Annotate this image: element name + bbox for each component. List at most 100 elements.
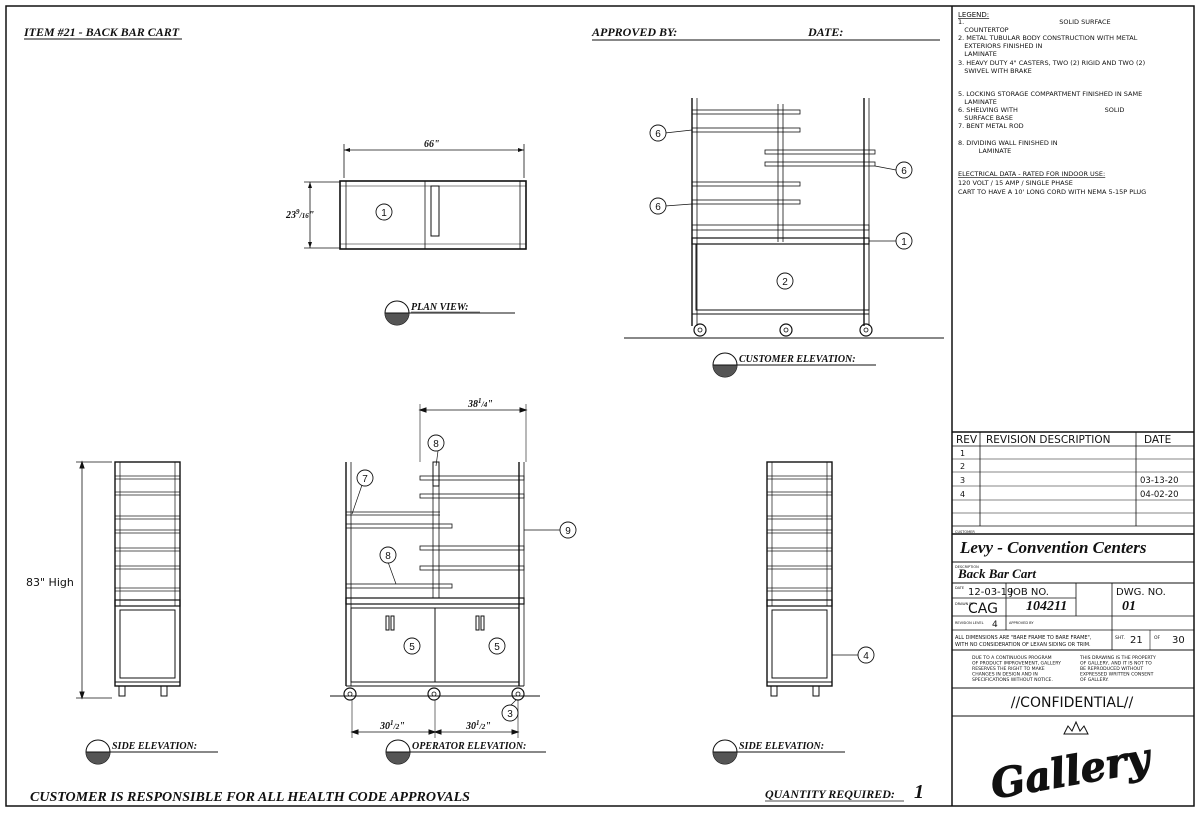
legend-line-3: EXTERIORS FINISHED IN — [958, 42, 1043, 50]
rev-header-desc: REVISION DESCRIPTION — [986, 434, 1111, 446]
title-block-grid — [952, 533, 1194, 717]
op-right-dim: 301/2" — [465, 719, 491, 732]
svg-text:PLAN VIEW:: PLAN VIEW: — [411, 302, 469, 313]
legend-line-12: 7. BENT METAL ROD — [958, 122, 1024, 130]
of-value: 30 — [1172, 635, 1185, 646]
note-right-1: OF GALLERY, AND IT IS NOT TO — [1080, 661, 1152, 667]
job-no-value: 104211 — [1026, 599, 1067, 614]
callout-1-customer: 1 — [901, 237, 907, 248]
sheet-value: 21 — [1130, 635, 1143, 646]
svg-text:SIDE ELEVATION:: SIDE ELEVATION: — [112, 741, 197, 752]
side-elevation-right-title: SIDE ELEVATION: — [712, 739, 845, 765]
date-field-label: DATE — [955, 586, 964, 590]
callout-4-side: 4 — [863, 651, 869, 662]
dwg-no-label: DWG. NO. — [1116, 587, 1166, 598]
customer-name: Levy - Convention Centers — [959, 538, 1147, 557]
callout-6-customer-b: 6 — [655, 202, 661, 213]
callout-5-operator-b: 5 — [494, 642, 500, 653]
confidential-stamp: //CONFIDENTIAL// — [1011, 695, 1134, 711]
plan-width-dim: 66" — [424, 139, 440, 150]
dwg-no-value: 01 — [1122, 599, 1136, 614]
plan-view: 66" 239/16" 1 PLAN VIEW: — [285, 139, 527, 326]
height-dim: 83" High — [26, 576, 74, 589]
of-label: OF — [1154, 635, 1161, 641]
callout-8-operator-b: 8 — [385, 551, 391, 562]
rev-row-4: 4 — [960, 490, 965, 499]
legend-line-14: 8. DIVIDING WALL FINISHED IN — [958, 139, 1058, 147]
approved-by-label: APPROVED BY: — [591, 25, 677, 39]
job-no-label: JOB NO. — [1009, 587, 1049, 598]
legend-line-10: 6. SHELVING WITH SOLID — [958, 106, 1124, 114]
revision-table — [952, 431, 1194, 527]
rev-row-2: 2 — [960, 462, 965, 471]
callout-5-operator-a: 5 — [409, 642, 415, 653]
note-right-0: THIS DRAWING IS THE PROPERTY — [1079, 655, 1156, 661]
approved-by-field-label: APPROVED BY — [1009, 621, 1034, 625]
legend-line-5: 3. HEAVY DUTY 4" CASTERS, TWO (2) RIGID … — [958, 59, 1145, 67]
electrical-line-0: 120 VOLT / 15 AMP / SINGLE PHASE — [958, 179, 1073, 187]
customer-elevation — [624, 98, 944, 339]
svg-text:OPERATOR ELEVATION:: OPERATOR ELEVATION: — [412, 741, 526, 752]
callout-3-operator: 3 — [507, 709, 513, 720]
quantity-value: 1 — [914, 781, 924, 803]
legend: LEGEND: 1. SOLID SURFACE COUNTERTOP 2. M… — [958, 11, 1146, 196]
legend-line-0: 1. SOLID SURFACE — [958, 18, 1111, 26]
callout-7-operator: 7 — [362, 474, 368, 485]
logo-wordmark: Gallery — [987, 734, 1156, 809]
customer-field-label: CUSTOMER — [955, 530, 975, 534]
note-right-4: OF GALLERY. — [1080, 677, 1109, 683]
callout-2-customer: 2 — [782, 277, 788, 288]
drawn-by-label: DRAWN BY — [955, 602, 975, 606]
legend-title: LEGEND: — [958, 11, 989, 19]
note-left-0: DUE TO A CONTINUOUS PROGRAM — [972, 655, 1052, 661]
rev-row-3: 3 — [960, 476, 965, 485]
sheet-label: SHT. — [1115, 635, 1125, 641]
quantity-label: QUANTITY REQUIRED: — [765, 787, 895, 801]
callout-8-operator-a: 8 — [433, 439, 439, 450]
legend-line-4: LAMINATE — [958, 50, 997, 58]
dims-note-2: WITH NO CONSIDERATION OF LEXAN SIDING OR… — [955, 642, 1091, 648]
callout-9-operator: 9 — [565, 526, 571, 537]
note-left-3: CHANGES IN DESIGN AND IN — [972, 672, 1038, 678]
svg-text:SIDE ELEVATION:: SIDE ELEVATION: — [739, 741, 824, 752]
gallery-logo: Gallery — [987, 720, 1157, 809]
side-elevation-left-title: SIDE ELEVATION: — [85, 739, 218, 765]
rev-header-rev: REV — [956, 434, 978, 446]
date-label: DATE: — [807, 25, 843, 39]
svg-text:CUSTOMER ELEVATION:: CUSTOMER ELEVATION: — [739, 354, 856, 365]
legend-line-9: LAMINATE — [958, 98, 997, 106]
electrical-title: ELECTRICAL DATA - RATED FOR INDOOR USE: — [958, 170, 1105, 178]
callout-6-customer-c: 6 — [901, 166, 907, 177]
sheet-border — [5, 5, 1195, 807]
operator-elevation-title: OPERATOR ELEVATION: — [385, 739, 546, 765]
note-right-2: BE REPRODUCED WITHOUT — [1080, 666, 1143, 672]
dims-note-1: ALL DIMENSIONS ARE "BARE FRAME TO BARE F… — [955, 635, 1092, 641]
operator-elevation — [330, 404, 560, 738]
drawn-by-value: CAG — [968, 601, 998, 617]
rev-row-3-date: 03-13-20 — [1140, 476, 1179, 486]
note-left-1: OF PRODUCT IMPROVEMENT, GALLERY — [972, 661, 1061, 667]
revision-level-value: 4 — [992, 620, 998, 630]
op-top-dim: 381/4" — [467, 397, 493, 410]
legend-line-8: 5. LOCKING STORAGE COMPARTMENT FINISHED … — [958, 90, 1142, 98]
legend-line-6: SWIVEL WITH BRAKE — [958, 67, 1032, 75]
legend-line-11: SURFACE BASE — [958, 114, 1013, 122]
crown-icon — [1063, 720, 1089, 735]
side-elevation-right — [766, 461, 858, 697]
callout-6-customer-a: 6 — [655, 129, 661, 140]
plan-view-title: PLAN VIEW: — [384, 300, 515, 326]
rev-row-1: 1 — [960, 449, 965, 458]
side-elevation-left — [76, 460, 181, 700]
electrical-line-1: CART TO HAVE A 10' LONG CORD WITH NEMA 5… — [958, 188, 1146, 196]
note-left-4: SPECIFICATIONS WITHOUT NOTICE. — [972, 677, 1053, 683]
revision-level-label: REVISION LEVEL — [955, 621, 984, 625]
op-left-dim: 301/2" — [379, 719, 405, 732]
date-value: 12-03-19 — [968, 587, 1013, 598]
description-value: Back Bar Cart — [957, 566, 1036, 581]
note-left-2: RESERVES THE RIGHT TO MAKE — [972, 666, 1045, 672]
description-field-label: DESCRIPTION — [955, 565, 979, 569]
legend-line-15: LAMINATE — [958, 147, 1011, 155]
note-right-3: EXPRESSED WRITTEN CONSENT — [1080, 672, 1154, 678]
customer-elevation-title: CUSTOMER ELEVATION: — [712, 352, 876, 378]
